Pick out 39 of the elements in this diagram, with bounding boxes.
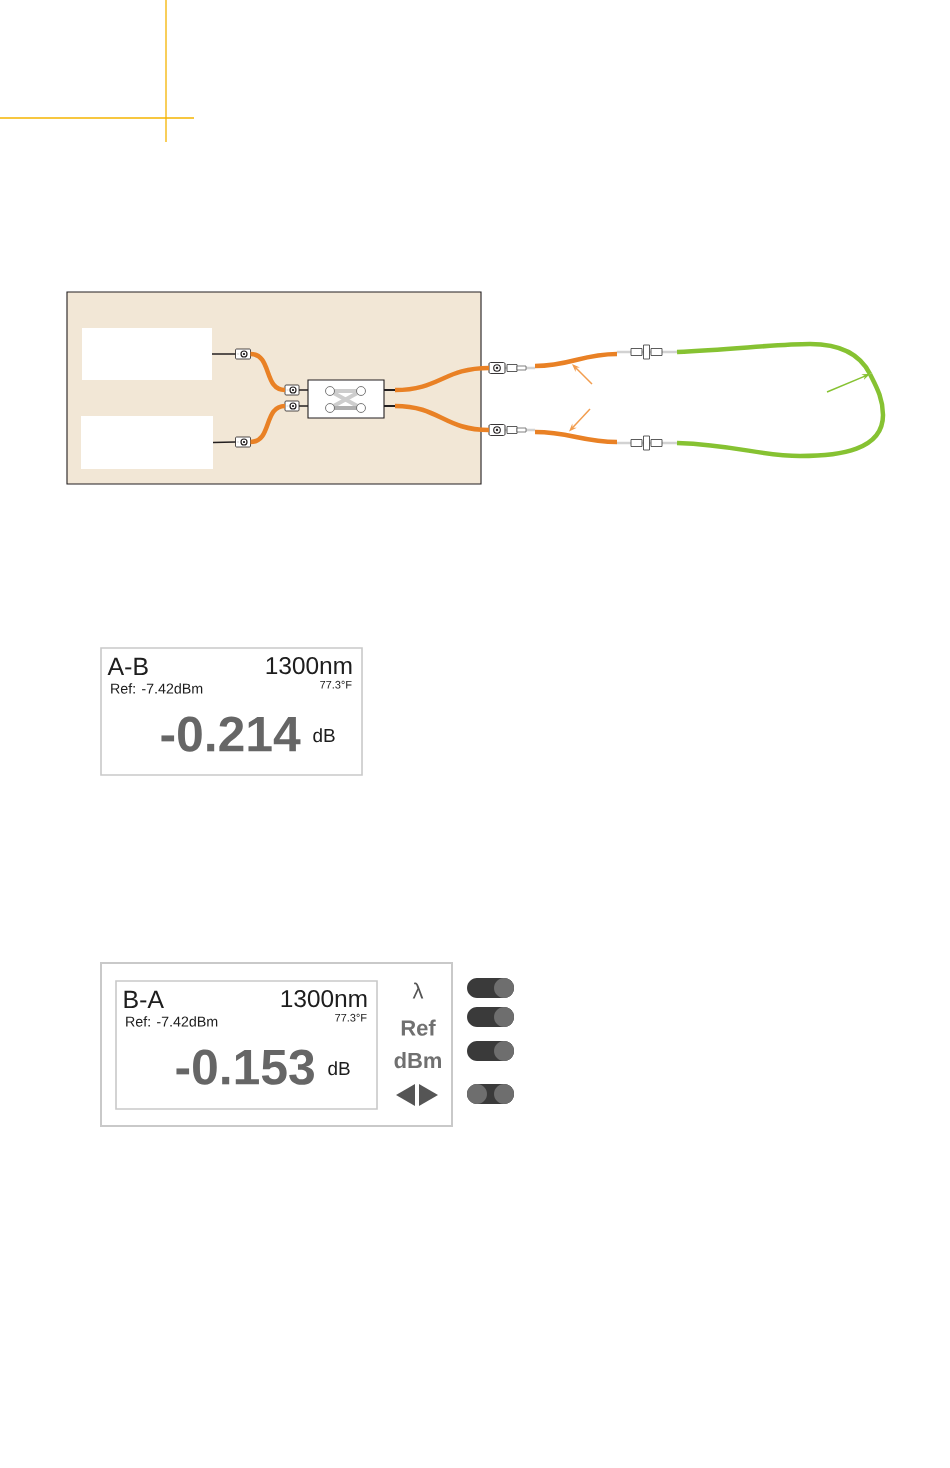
unit-label: dB [313,728,335,743]
bulkhead-connector [488,424,535,436]
fiber-lead [298,389,309,391]
reference-label: Ref: -7.42dBm [126,1016,218,1027]
temperature-label: 77.3°F [335,1013,367,1022]
unit-label: dB [328,1061,350,1076]
wavelength-label: 1300nm [266,656,352,675]
mode-label: B-A [124,990,164,1008]
fiber-connector [284,400,300,412]
loss-reading: -0.214 [161,716,301,752]
fiber-connector [235,436,251,448]
patch-cord [676,341,872,376]
fiber-lead [212,441,237,444]
fiber-connector [284,384,300,396]
temperature-label: 77.3°F [320,680,352,689]
mode-label: A-B [107,657,148,675]
loss-reading: -0.153 [176,1049,314,1085]
fiber-cable [250,351,286,393]
key-label: λ [412,982,424,999]
reference-label: Ref: -7.42dBm [111,683,203,694]
mating-adapter [617,344,677,360]
fiber-cable [250,403,286,445]
blank-box [82,328,212,380]
fiber-lead [298,405,309,407]
blank-box [81,416,213,469]
fiber-cable [394,403,490,433]
coupler-box [307,379,396,419]
key-label: Ref [401,1019,436,1036]
patch-cord [534,351,618,369]
key-label: dBm [394,1052,441,1069]
wavelength-label: 1300nm [281,989,367,1008]
mating-adapter [617,435,677,451]
patch-cord [534,429,618,445]
fiber-cable [394,365,490,393]
fiber-lead [211,353,237,355]
fiber-cable [676,373,886,459]
fiber-connector [235,348,251,360]
leader-arrow [572,364,593,385]
bulkhead-connector [488,362,535,374]
